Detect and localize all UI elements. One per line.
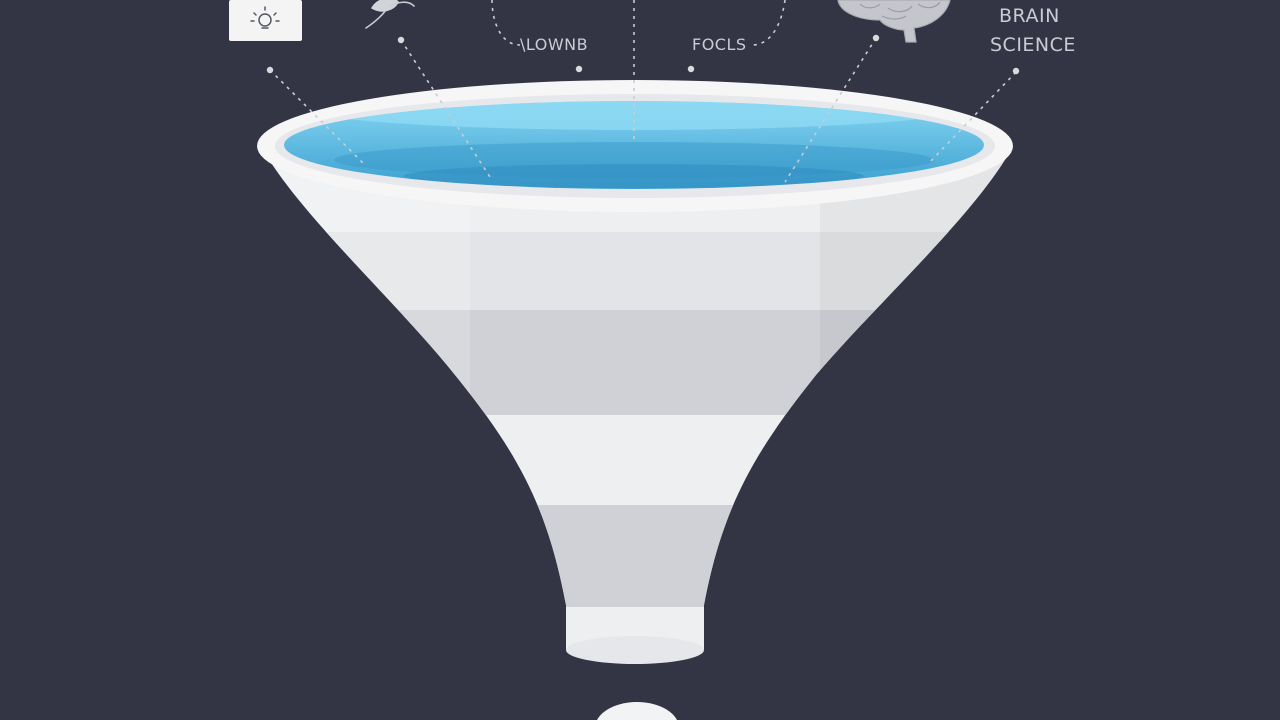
funnel-band-2	[262, 310, 1012, 415]
connector-dot-4	[687, 65, 695, 73]
output-drop-icon	[597, 702, 677, 720]
label-focus: FOCLS	[692, 35, 747, 54]
label-science: SCIENCE	[990, 34, 1076, 56]
sprout-icon	[365, 0, 415, 29]
label-brain: BRAIN	[999, 5, 1060, 27]
connector-dots	[266, 34, 1020, 75]
funnel-band-3	[262, 505, 1012, 607]
connector-line-6	[491, 0, 521, 46]
connector-dot-5	[872, 34, 880, 42]
lightbulb-icon	[229, 0, 302, 41]
label-flows: \LOWNB	[520, 35, 588, 54]
funnel-spout-rim	[566, 636, 704, 664]
connectors	[269, 0, 1017, 183]
connector-dot-6	[1012, 67, 1020, 75]
connector-dot-1	[266, 66, 274, 74]
funnel-liquid	[284, 101, 984, 189]
connector-dot-2	[397, 36, 405, 44]
brain-icon	[837, 0, 951, 43]
connector-dot-3	[575, 65, 583, 73]
connector-line-7	[751, 0, 786, 46]
